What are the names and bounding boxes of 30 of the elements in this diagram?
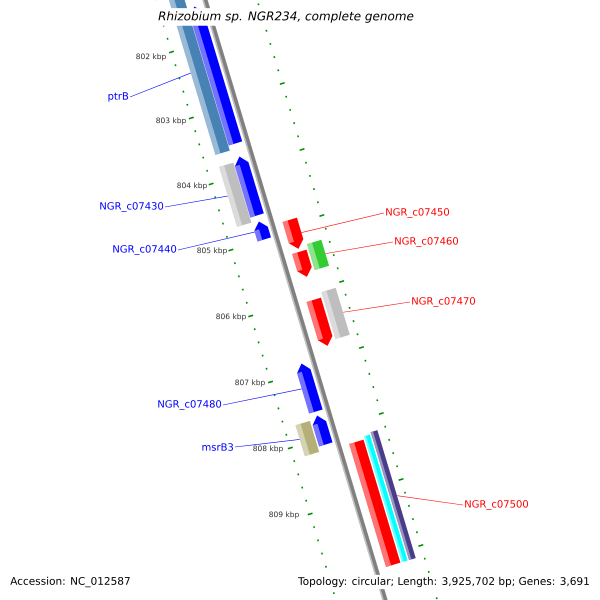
- footer-text: Topology: circular; Length: 3,925,702 bp; Genes: 3,691: [296, 574, 592, 590]
- gene-label: msrB3: [202, 443, 233, 451]
- leader-line: [342, 302, 410, 313]
- leader-line: [234, 439, 300, 448]
- leader-line: [130, 72, 191, 98]
- gene-feature: [297, 363, 323, 414]
- gene-label: NGR_c07480: [158, 400, 222, 410]
- leader-line: [178, 232, 255, 250]
- footer-text: Accession: NC_012587: [8, 574, 133, 590]
- title: Rhizobium sp. NGR234, complete genome: [155, 8, 417, 26]
- gene-label: ptrB: [108, 92, 128, 102]
- leader-line: [164, 196, 228, 208]
- leader-line: [222, 388, 302, 406]
- gene-label: NGR_c07430: [100, 202, 164, 212]
- gene-label: NGR_c07450: [386, 208, 450, 218]
- gene-label: NGR_c07500: [465, 500, 528, 510]
- gene-feature: [292, 250, 312, 277]
- gene-label: NGR_c07470: [412, 297, 476, 307]
- gene-feature: [306, 298, 332, 346]
- gene-label: NGR_c07440: [113, 245, 176, 255]
- gene-label: NGR_c07460: [395, 237, 458, 247]
- gene-feature: [235, 156, 264, 218]
- gene-feature: [312, 415, 333, 446]
- leader-line: [325, 242, 394, 254]
- leader-line: [396, 495, 464, 506]
- gene-feature: [282, 218, 304, 249]
- gene-feature: [296, 420, 320, 456]
- gene-feature: [364, 434, 408, 562]
- leader-line: [301, 212, 384, 233]
- gene-feature: [254, 221, 271, 242]
